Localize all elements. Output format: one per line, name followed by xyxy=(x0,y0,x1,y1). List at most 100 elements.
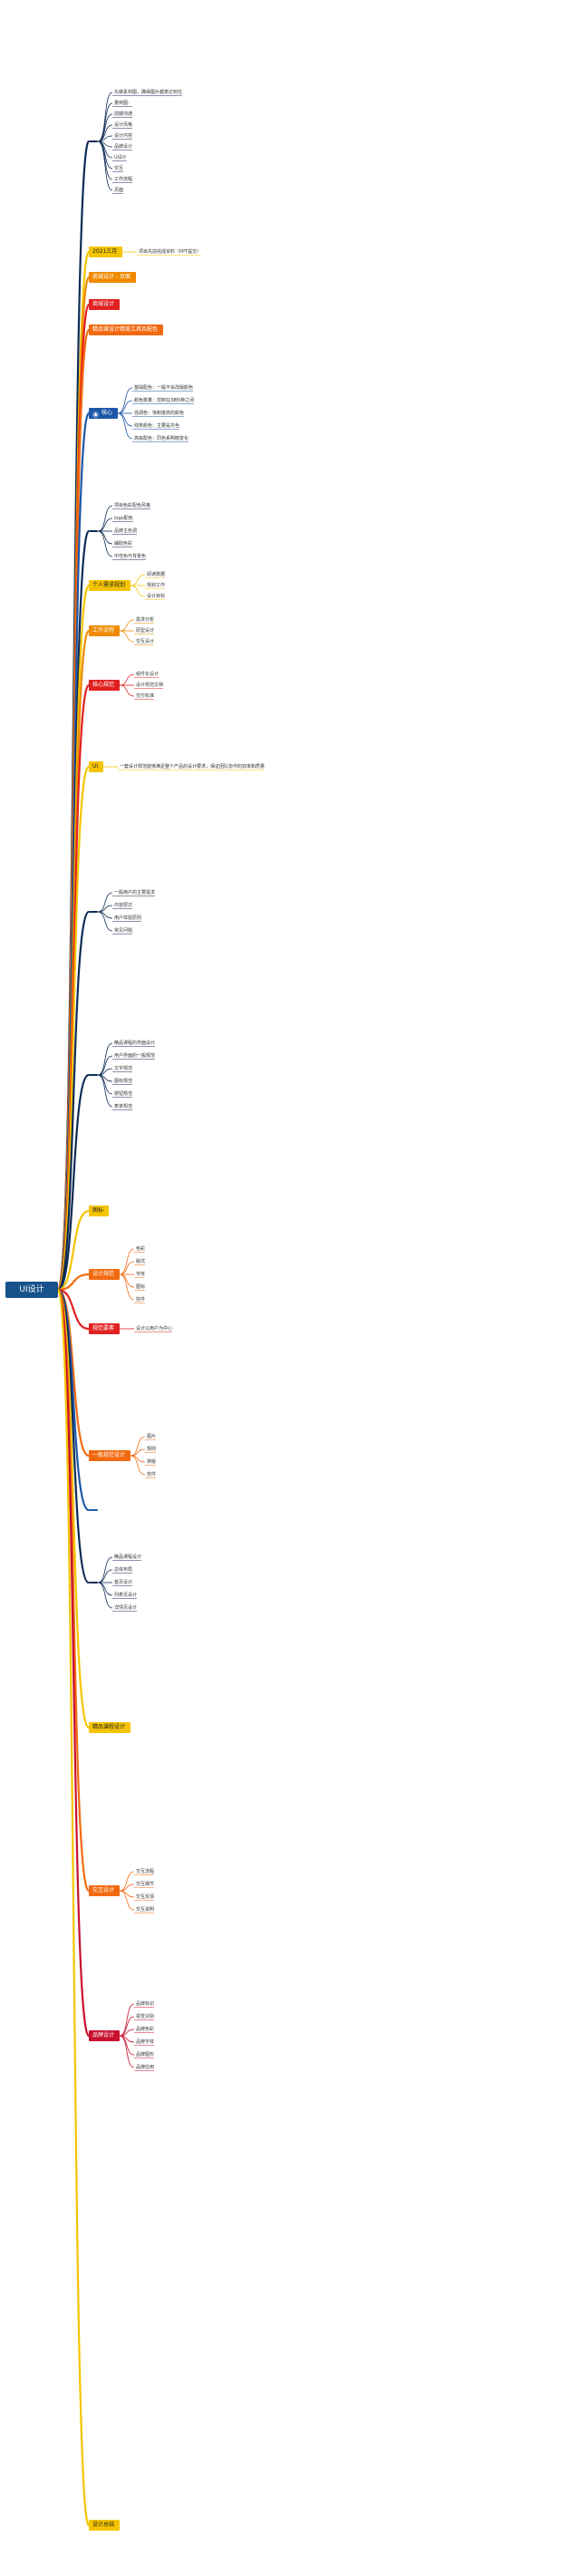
branch-node[interactable]: 精品课程设计 xyxy=(89,1722,131,1733)
leaf-node[interactable]: 高级配色：同色系明暗变化 xyxy=(134,436,189,441)
branch-line xyxy=(56,140,91,1292)
leaf-node[interactable]: 设计风格 xyxy=(114,122,133,128)
leaf-node[interactable]: 排版 xyxy=(147,1459,157,1465)
leaf-node[interactable]: 精品课程的界面设计 xyxy=(114,1041,156,1046)
branch-node[interactable]: 图标 xyxy=(89,1206,110,1216)
leaf-node[interactable]: 图标 xyxy=(136,1284,146,1290)
leaf-node[interactable]: U设计 xyxy=(114,155,127,160)
leaf-node[interactable]: 量到图： xyxy=(114,101,133,106)
leaf-node[interactable]: 图标规范 xyxy=(114,1079,133,1084)
branch-node[interactable]: 规范要素 xyxy=(89,1323,121,1334)
leaf-node[interactable]: 内容层次 xyxy=(114,903,133,908)
leaf-node[interactable]: 设计目标 xyxy=(147,594,166,599)
leaf-node[interactable]: 辅助色彩 xyxy=(114,541,133,547)
leaf-node[interactable]: 需求分析 xyxy=(136,617,155,623)
branch-node[interactable]: 商城设计 xyxy=(89,299,121,310)
branch-node[interactable]: 核心规范 xyxy=(89,680,121,691)
leaf-node[interactable]: 首页设计 xyxy=(114,1580,133,1585)
leaf-node[interactable]: 交互反馈 xyxy=(136,1894,155,1900)
leaf-node[interactable]: 设计以用户为中心 xyxy=(136,1326,173,1332)
branch-label: 设计规范 xyxy=(92,1271,115,1277)
leaf-node[interactable]: logo配色 xyxy=(114,516,133,521)
branch-node[interactable]: ▲核心 xyxy=(89,408,119,419)
leaf-node[interactable]: 页面 xyxy=(114,188,124,193)
leaf-node[interactable]: 版式 xyxy=(136,1259,146,1264)
leaf-node[interactable]: 规划工作 xyxy=(147,583,166,588)
branch-node[interactable]: 2021三月 xyxy=(89,247,123,257)
leaf-node[interactable]: 一般用户的主要需求 xyxy=(114,890,156,896)
leaf-node[interactable]: 字体 xyxy=(136,1272,146,1277)
leaf-node[interactable]: 线条颜色：主要是灰色 xyxy=(134,423,180,429)
leaf-node[interactable]: 详情页设计 xyxy=(114,1605,138,1611)
branch-node[interactable]: 商城设计 - 页面 xyxy=(89,272,136,283)
leaf-node[interactable]: 表单规范 xyxy=(114,1104,133,1109)
leaf-node[interactable]: 列表页设计 xyxy=(114,1593,138,1598)
leaf-node[interactable]: 总体布局 xyxy=(114,1567,133,1573)
leaf-node[interactable]: 交互流程 xyxy=(136,1869,155,1874)
leaf-node[interactable]: 用户体验原则 xyxy=(114,915,142,921)
leaf-node[interactable]: 品牌标识 xyxy=(136,2001,155,2007)
leaf-node[interactable]: 项目先前完成资料（PPT提交） xyxy=(139,249,202,255)
leaf-line xyxy=(97,905,113,913)
leaf-node[interactable]: 前期沟通 xyxy=(114,111,133,117)
branch-node[interactable]: 设计总结 xyxy=(89,2520,121,2531)
leaf-node[interactable]: 交互说明 xyxy=(136,1907,155,1913)
leaf-node[interactable]: 设计内容 xyxy=(114,133,133,139)
leaf-node[interactable]: 项目色彩配色风格 xyxy=(114,503,151,508)
branch-node[interactable]: 一般规范设计 xyxy=(89,1450,131,1461)
leaf-node[interactable]: 品牌字体 xyxy=(136,2039,155,2045)
leaf-node[interactable]: 交互 xyxy=(114,166,124,171)
leaf-node[interactable]: 文字规范 xyxy=(114,1066,133,1071)
leaf-node[interactable]: 组件化设计 xyxy=(136,672,160,677)
branch-node[interactable]: 交互设计 xyxy=(89,1885,121,1896)
branch-node[interactable] xyxy=(89,1582,98,1583)
leaf-node[interactable]: 颜色数量：控制在3到5种之间 xyxy=(134,398,195,403)
leaf-node[interactable]: 规则 xyxy=(147,1447,157,1452)
leaf-node[interactable]: 品牌图形 xyxy=(136,2052,155,2058)
leaf-node[interactable]: 控件 xyxy=(136,1297,146,1303)
leaf-node[interactable]: 工作流程 xyxy=(114,177,133,182)
branch-node[interactable] xyxy=(89,1074,98,1076)
branch-node[interactable]: 精品课设计精美工具及配色 xyxy=(89,324,164,335)
branch-node[interactable] xyxy=(89,1509,98,1511)
leaf-node[interactable]: 色彩 xyxy=(136,1246,146,1252)
branch-node[interactable]: 工作流程 xyxy=(89,625,121,636)
leaf-node[interactable]: 基础配色：一般不会改版颜色 xyxy=(134,385,194,391)
leaf-node[interactable]: 交互设计 xyxy=(136,639,155,644)
leaf-node[interactable]: 中性色与背景色 xyxy=(114,554,147,559)
leaf-node[interactable]: 设计规范文档 xyxy=(136,683,164,688)
leaf-node[interactable]: 品牌色彩 xyxy=(136,2027,155,2032)
leaf-node[interactable]: 强调色：饱和度高的颜色 xyxy=(134,411,185,416)
leaf-node[interactable]: 原型设计 xyxy=(136,628,155,634)
leaf-line xyxy=(130,1436,146,1457)
branch-node[interactable]: UI xyxy=(89,761,104,772)
leaf-node[interactable]: 图片 xyxy=(147,1434,157,1439)
leaf-node[interactable]: 控件 xyxy=(147,1472,157,1477)
leaf-node[interactable]: 用户界面的一般规范 xyxy=(114,1053,156,1059)
leaf-node[interactable]: 先做素材图，确保图片都表达到位 xyxy=(114,90,183,95)
leaf-node[interactable]: 交付标准 xyxy=(136,693,155,699)
branch-node[interactable] xyxy=(89,140,98,142)
branch-node[interactable]: 品牌设计 xyxy=(89,2030,121,2041)
leaf-line xyxy=(130,1448,146,1457)
leaf-node[interactable]: 一套设计规范能够满足整个产品的设计要求，保证团队协作的效率和质量 xyxy=(120,764,266,770)
root-node[interactable]: UI设计 xyxy=(5,1282,58,1298)
branch-label: 交互设计 xyxy=(92,1887,115,1893)
branch-node[interactable]: 设计规范 xyxy=(89,1269,121,1280)
leaf-node[interactable]: 品牌设计 xyxy=(114,144,133,150)
branch-node[interactable]: 个人需求规划 xyxy=(89,580,131,591)
branch-node[interactable] xyxy=(89,530,98,532)
leaf-node[interactable]: 阅读数据 xyxy=(147,572,166,577)
leaf-node[interactable]: 按钮规范 xyxy=(114,1091,133,1097)
leaf-node[interactable]: 品牌主色调 xyxy=(114,528,138,534)
leaf-node[interactable]: 视觉识别 xyxy=(136,2014,155,2019)
leaf-node[interactable]: 精品课程设计 xyxy=(114,1554,142,1560)
branch-node[interactable] xyxy=(89,911,98,913)
leaf-node[interactable]: 常见问题 xyxy=(114,928,133,934)
leaf-line xyxy=(119,673,135,686)
leaf-line xyxy=(97,140,113,191)
branch-label: 商城设计 xyxy=(92,301,115,307)
leaf-node[interactable]: 交互细节 xyxy=(136,1882,155,1887)
leaf-node[interactable]: 品牌应用 xyxy=(136,2065,155,2070)
